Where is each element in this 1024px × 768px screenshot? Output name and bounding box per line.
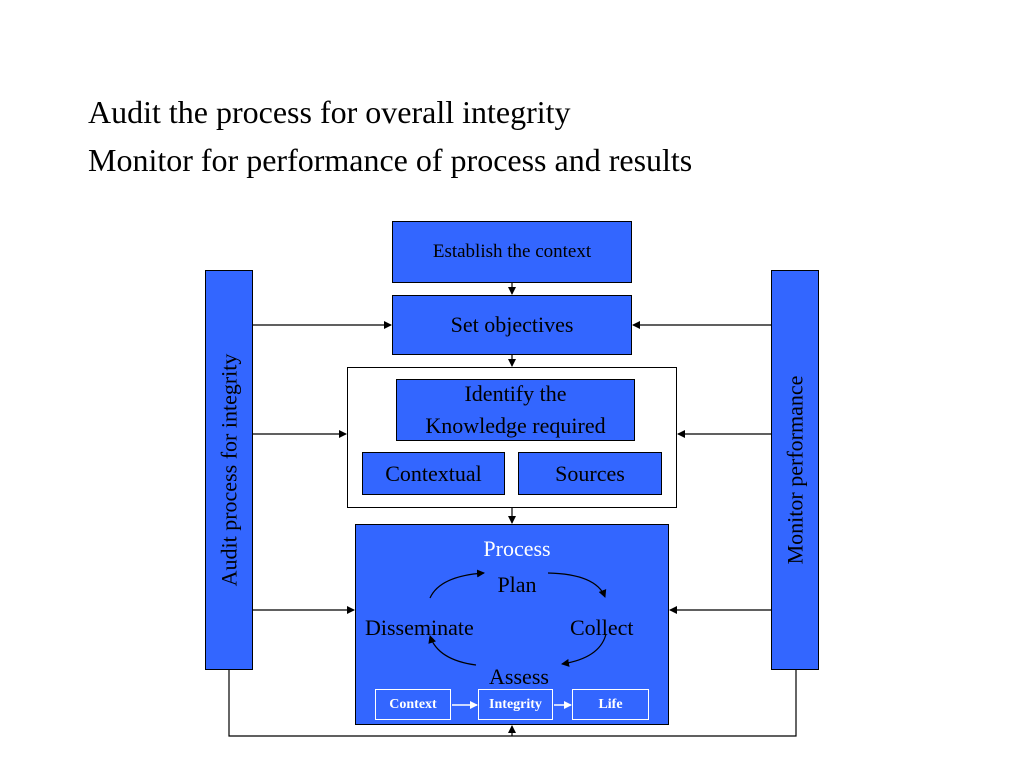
set-objectives-box: Set objectives xyxy=(392,295,632,355)
cycle-arrow-assess-to-disseminate xyxy=(428,635,477,666)
identify-knowledge-box: Identify the Knowledge required xyxy=(396,379,635,441)
contextual-box: Contextual xyxy=(362,452,505,495)
heading-audit: Audit the process for overall integrity xyxy=(88,94,571,130)
collect-label: Collect xyxy=(570,615,634,640)
chain-integrity-box: Integrity xyxy=(478,689,553,720)
cycle-arrow-disseminate-to-plan xyxy=(429,569,485,599)
sources-box: Sources xyxy=(518,452,662,495)
establish-context-box: Establish the context xyxy=(392,221,632,283)
plan-label: Plan xyxy=(497,572,537,597)
monitor-performance-bar: Monitor performance xyxy=(771,270,819,670)
assess-label: Assess xyxy=(489,664,549,689)
process-box xyxy=(355,524,669,725)
chain-context-box: Context xyxy=(375,689,451,720)
cycle-arrow-collect-to-assess xyxy=(561,633,607,667)
identify-knowledge-line2: Knowledge required xyxy=(425,413,606,438)
heading-monitor: Monitor for performance of process and r… xyxy=(88,142,693,178)
cycle-arrow-plan-to-collect xyxy=(547,572,607,598)
process-title: Process xyxy=(483,536,551,561)
audit-process-bar: Audit process for integrity xyxy=(205,270,253,670)
disseminate-label: Disseminate xyxy=(365,615,474,640)
chain-life-box: Life xyxy=(572,689,649,720)
identify-knowledge-line1: Identify the xyxy=(464,381,567,406)
